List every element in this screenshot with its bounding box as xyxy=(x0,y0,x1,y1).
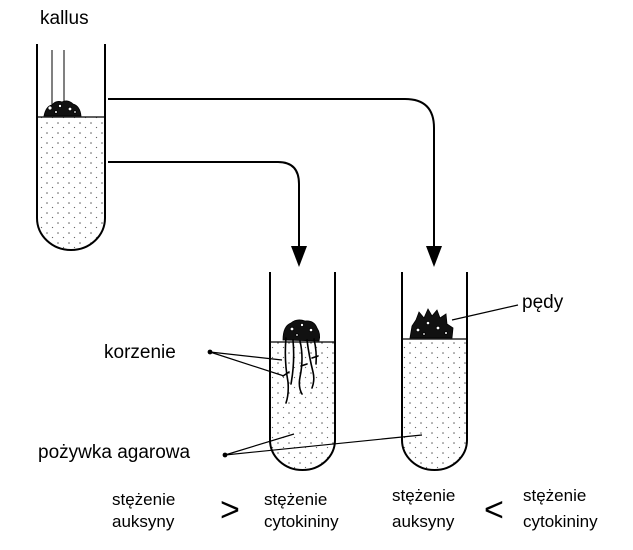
leader-lines xyxy=(209,304,519,456)
tube-outline xyxy=(36,44,106,251)
label-callus: kallus xyxy=(40,8,89,29)
root-strands xyxy=(282,337,319,404)
comparison-right-a-line1: stężenie xyxy=(392,486,455,505)
comparison-right-b-line2: cytokininy xyxy=(523,512,598,531)
leader-roots-lower xyxy=(209,351,285,377)
comparison-right-a-line2: auksyny xyxy=(392,512,455,531)
comparison-right: stężenie auksyny < stężenie cytokininy xyxy=(392,486,598,531)
label-shoots: pędy xyxy=(522,292,564,313)
callus-tissue xyxy=(282,319,321,342)
tube-medium xyxy=(37,117,105,250)
label-medium: pożywka agarowa xyxy=(38,442,191,463)
comparison-right-operator: < xyxy=(484,491,504,529)
leader-shoots xyxy=(451,304,519,321)
arrow-to-roots xyxy=(108,161,307,267)
comparison-left: stężenie auksyny > stężenie cytokininy xyxy=(112,490,339,531)
tube-outline xyxy=(401,272,468,471)
comparison-right-b-line1: stężenie xyxy=(523,486,586,505)
leader-medium-left xyxy=(224,433,295,456)
test-tube-callus xyxy=(36,44,106,251)
tube-medium xyxy=(402,339,467,470)
comparison-left-operator: > xyxy=(220,491,240,529)
comparison-left-a-line1: stężenie xyxy=(112,490,175,509)
callus-tissue xyxy=(43,100,82,117)
test-tube-roots xyxy=(269,272,336,471)
comparison-left-b-line2: cytokininy xyxy=(264,512,339,531)
arrow-to-shoots xyxy=(108,98,442,267)
comparison-left-b-line1: stężenie xyxy=(264,490,327,509)
comparison-left-a-line2: auksyny xyxy=(112,512,175,531)
shoot-cluster xyxy=(409,308,454,339)
arrowhead-icon xyxy=(426,246,442,267)
leader-dots xyxy=(207,349,228,458)
arrowhead-icon xyxy=(291,246,307,267)
test-tube-shoots xyxy=(401,272,468,471)
label-roots: korzenie xyxy=(104,342,176,363)
leader-medium-right xyxy=(224,434,423,456)
leader-roots-upper xyxy=(209,351,283,361)
